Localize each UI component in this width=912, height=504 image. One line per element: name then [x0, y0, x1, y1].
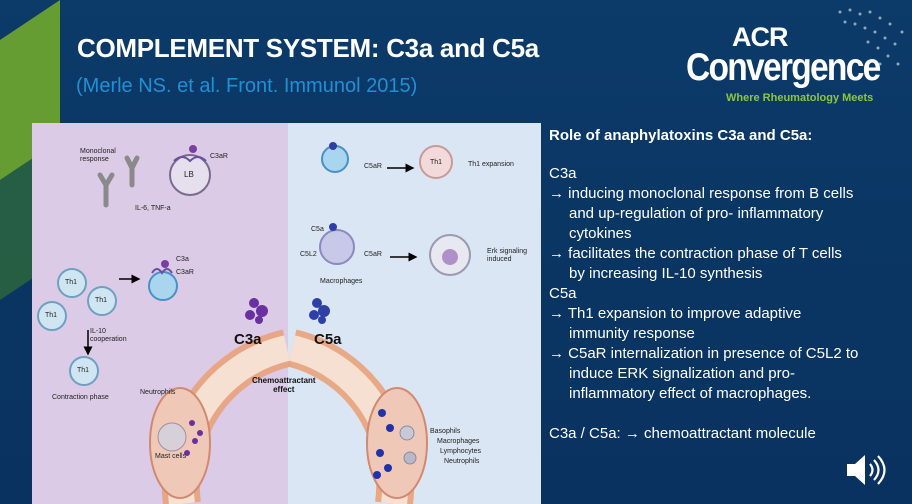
label-c3a-small: C3a [176, 256, 189, 263]
speaker-icon[interactable] [843, 450, 889, 490]
logo-tagline: Where Rheumatology Meets [726, 92, 874, 104]
label-c5a-big: C5a [314, 331, 342, 348]
label-macrophages: Macrophages [320, 278, 363, 285]
label-th1-b: Th1 [95, 297, 108, 304]
c3a-point-2a: → facilitates the contraction phase of T… [549, 245, 842, 262]
label-contraction: Contraction phase [52, 394, 109, 401]
label-il6: IL-6, TNF-a [135, 205, 171, 212]
label-erk: Erk signaling induced [487, 248, 528, 263]
label-neutrophils-2: Neutrophils [444, 458, 480, 465]
c5a-point-2a: → C5aR internalization in presence of C5… [549, 345, 859, 362]
slide-title: COMPLEMENT SYSTEM: C3a and C5a [77, 33, 539, 63]
c3a-point-1a: → inducing monoclonal response from B ce… [549, 185, 854, 202]
label-mast-cells: Mast cells [155, 453, 187, 460]
label-c5l2: C5L2 [300, 251, 317, 258]
label-th1-c: Th1 [45, 312, 58, 319]
label-c5ar-mid: C5aR [364, 251, 382, 258]
label-neutrophils: Neutrophils [140, 389, 176, 396]
label-c3ar-top: C3aR [210, 153, 228, 160]
b-cell-icon [169, 154, 211, 196]
diagram-drawing [37, 142, 471, 504]
spacer [549, 404, 905, 424]
notes-panel: Role of anaphylatoxins C3a and C5a: C3a … [549, 126, 905, 444]
label-th1-expansion: Th1 expansion [468, 161, 514, 168]
slide-citation: (Merle NS. et al. Front. Immunol 2015) [76, 75, 418, 97]
label-th1-d: Th1 [77, 367, 90, 374]
label-lymphocytes: Lymphocytes [440, 448, 481, 455]
label-th1-a: Th1 [65, 279, 78, 286]
label-basophils: Basophils [430, 428, 461, 435]
c5a-point-2c: inflammatory effect of macrophages. [569, 385, 812, 402]
antibody-icon [97, 155, 140, 208]
label-th1-expansion-cell: Th1 [430, 159, 443, 166]
c3a-point-2b: by increasing IL-10 synthesis [569, 265, 763, 282]
label-il10: IL-10 cooperation [90, 328, 127, 343]
label-macrophages-2: Macrophages [437, 438, 480, 445]
notes-heading: Role of anaphylatoxins C3a and C5a: [549, 127, 813, 144]
acr-convergence-logo: ACR Convergence Where Rheumatology Meets [680, 22, 881, 110]
c5a-point-1a: → Th1 expansion to improve adaptive [549, 305, 802, 322]
c3a-point-1b: and up-regulation of pro- inflammatory [569, 205, 824, 222]
logo-convergence-text: Convergence [686, 46, 881, 89]
c3a-point-1c: cytokines [569, 225, 632, 242]
c5a-section-label: C5a [549, 285, 577, 302]
c3a-section-label: C3a [549, 165, 577, 182]
logo-acr-text: ACR [732, 22, 788, 52]
logo-dots-decoration [838, 8, 904, 66]
complement-diagram: Monoclonal response C3aR LB IL-6, TNF-a … [32, 123, 541, 504]
label-c3a-big: C3a [234, 331, 262, 348]
label-c5ar-top: C5aR [364, 163, 382, 170]
c5a-point-1b: immunity response [569, 325, 695, 342]
label-chemoattractant: Chemoattractant effect [252, 376, 316, 394]
label-monoclonal: Monoclonal response [80, 148, 116, 163]
summary-line: C3a / C5a: → chemoattractant molecule [549, 425, 816, 442]
c5a-point-2b: induce ERK signalization and pro- [569, 365, 795, 382]
label-lb: LB [184, 170, 194, 179]
label-c5a: C5a [311, 226, 324, 233]
label-c3ar-mid: C3aR [176, 269, 194, 276]
